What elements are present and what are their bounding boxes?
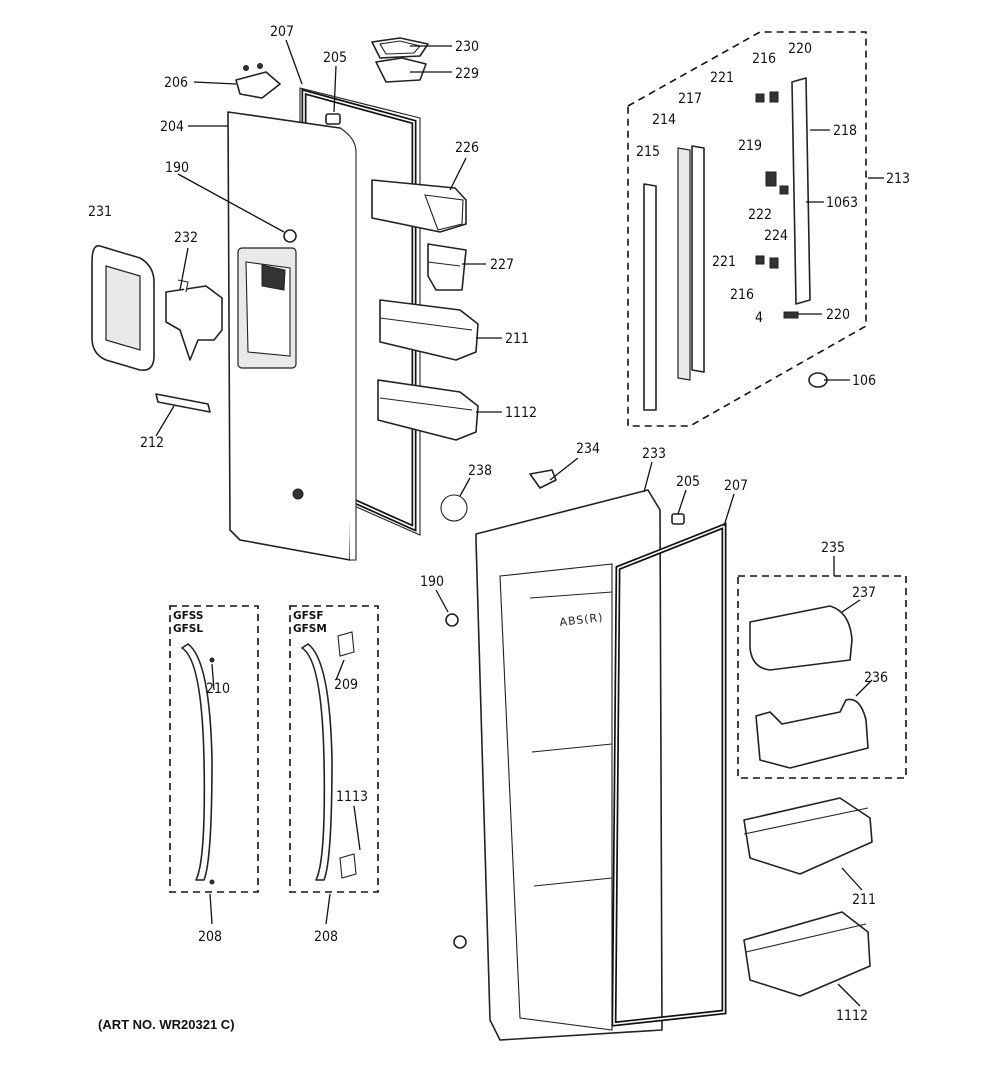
callout-232: 232 (174, 230, 198, 246)
hinge-cover-234 (529, 469, 557, 489)
door-liner-233 (475, 489, 663, 1041)
callout-205-lower: 205 (676, 474, 700, 490)
callout-207-upper: 207 (270, 24, 294, 40)
strip-214 (677, 147, 691, 381)
callout-237: 237 (852, 585, 876, 601)
callout-190-upper: 190 (165, 160, 189, 176)
screw-190-lower (445, 613, 467, 949)
part-219 (765, 171, 777, 187)
callout-231: 231 (88, 204, 112, 220)
door-bin-1112 (377, 379, 479, 441)
clip-216-lower (769, 257, 779, 269)
hinge-cover-206 (235, 63, 281, 99)
callout-204: 204 (160, 119, 184, 135)
callout-226: 226 (455, 140, 479, 156)
callout-213: 213 (886, 171, 910, 187)
clip-221-upper (755, 93, 765, 103)
callout-1063: 1063 (826, 195, 858, 211)
cap-230 (371, 37, 429, 59)
clip-216-upper (769, 91, 779, 103)
callout-210: 210 (206, 681, 230, 697)
callout-211-lower: 211 (852, 892, 876, 908)
model-label-gfsf: GFSF (293, 610, 324, 622)
callout-230: 230 (455, 39, 479, 55)
callout-1112-upper: 1112 (505, 405, 537, 421)
strip-217 (691, 145, 705, 373)
door-bin-211-lower (743, 797, 873, 875)
door-outer-panel-204 (227, 111, 357, 561)
door-gasket-207-lower (611, 522, 727, 1027)
callout-206: 206 (164, 75, 188, 91)
handle-group-left (169, 605, 259, 893)
spacer-205 (325, 113, 341, 125)
drip-tray-212 (155, 393, 211, 413)
callout-214: 214 (652, 112, 676, 128)
callout-209: 209 (334, 677, 358, 693)
art-number: (ART NO. WR20321 C) (98, 1017, 235, 1032)
callout-1113: 1113 (336, 789, 368, 805)
model-label-gfsm: GFSM (293, 623, 327, 635)
door-bin-1112-lower (743, 911, 871, 997)
callout-216-lower: 216 (730, 287, 754, 303)
callout-233: 233 (642, 446, 666, 462)
callout-211-upper: 211 (505, 331, 529, 347)
callout-labels: 207 205 230 229 206 204 190 226 227 211 … (88, 24, 910, 1024)
callout-222: 222 (748, 207, 772, 223)
plug-238 (440, 494, 468, 522)
callout-234: 234 (576, 441, 600, 457)
callout-235: 235 (821, 540, 845, 556)
cup-229 (375, 57, 427, 83)
callout-229: 229 (455, 66, 479, 82)
callout-207-lower: 207 (724, 478, 748, 494)
model-label-gfss: GFSS (173, 610, 203, 622)
dairy-bin-group-235 (737, 575, 907, 779)
chute-assembly-213 (627, 31, 867, 427)
dispenser-panel-231 (91, 245, 155, 372)
dispenser-door-assembly (91, 37, 479, 561)
bracket-218 (791, 77, 811, 305)
callout-227: 227 (490, 257, 514, 273)
callout-220-upper: 220 (788, 41, 812, 57)
callout-236: 236 (864, 670, 888, 686)
callout-220-lower: 220 (826, 307, 850, 323)
fresh-food-door-assembly: ABS(R) (440, 469, 727, 1041)
callout-212: 212 (140, 435, 164, 451)
callout-208-left: 208 (198, 929, 222, 945)
leader-lines (155, 39, 884, 1007)
dairy-door-237 (749, 605, 853, 671)
model-group-labels: GFSS GFSL GFSF GFSM (173, 610, 327, 635)
callout-221-lower: 221 (712, 254, 736, 270)
door-bin-227 (427, 243, 467, 291)
callout-215: 215 (636, 144, 660, 160)
callout-221-upper: 221 (710, 70, 734, 86)
callout-216-upper: 216 (752, 51, 776, 67)
callout-106: 106 (852, 373, 876, 389)
callout-224: 224 (764, 228, 788, 244)
strip-215 (643, 183, 657, 411)
callout-4: 4 (755, 310, 763, 326)
door-bin-211 (379, 299, 479, 361)
door-emboss-text: ABS(R) (559, 611, 604, 629)
model-label-gfsl: GFSL (173, 623, 203, 635)
callout-219: 219 (738, 138, 762, 154)
callout-217: 217 (678, 91, 702, 107)
callout-205-upper: 205 (323, 50, 347, 66)
callout-238: 238 (468, 463, 492, 479)
callout-1112-lower: 1112 (836, 1008, 868, 1024)
dairy-bin-236 (755, 698, 869, 769)
screw-190-upper (283, 229, 297, 243)
handle-group-right (289, 605, 379, 893)
callout-208-right: 208 (314, 929, 338, 945)
part-220 (783, 311, 799, 319)
callout-190-lower: 190 (420, 574, 444, 590)
part-222 (779, 185, 789, 195)
spacer-205-lower (671, 513, 685, 525)
dispenser-module-232 (165, 279, 223, 361)
door-bin-226 (371, 179, 467, 233)
callout-218: 218 (833, 123, 857, 139)
clip-221-lower (755, 255, 765, 265)
